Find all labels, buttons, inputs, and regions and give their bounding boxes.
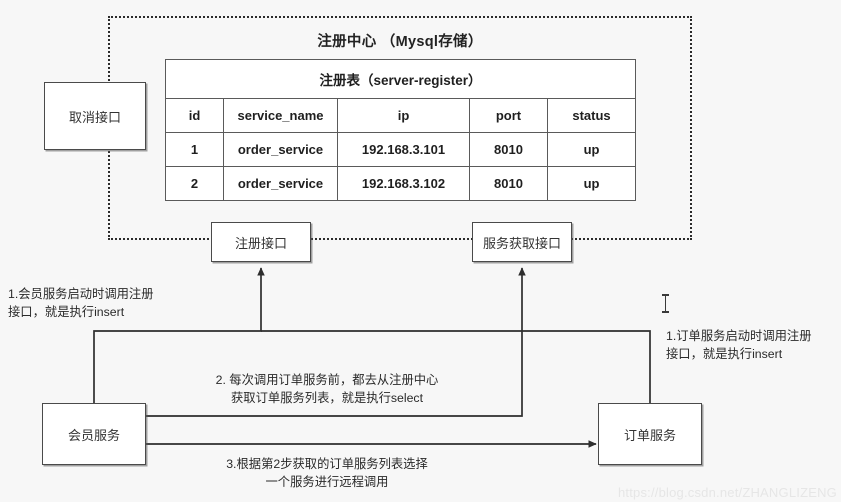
cell-ip: 192.168.3.102 xyxy=(337,166,470,201)
cell-service-name: order_service xyxy=(223,132,338,167)
cell-id: 1 xyxy=(165,132,224,167)
column-header-ip: ip xyxy=(337,98,470,133)
column-header-port: port xyxy=(469,98,548,133)
node-member-service: 会员服务 xyxy=(42,403,146,465)
annotation-step-2-fetch: 2. 每次调用订单服务前，都去从注册中心 获取订单服务列表，就是执行select xyxy=(215,373,439,405)
annotation-step-1-member: 1.会员服务启动时调用注册 接口，就是执行insert xyxy=(8,287,154,319)
table-caption-row: 注册表（server-register） xyxy=(164,59,637,99)
column-header-status: status xyxy=(546,98,637,133)
cell-ip: 192.168.3.101 xyxy=(337,132,470,167)
cell-service-name: order_service xyxy=(223,166,338,201)
cell-id: 2 xyxy=(165,166,224,201)
node-order-service: 订单服务 xyxy=(598,403,702,465)
node-fetch-interface: 服务获取接口 xyxy=(472,222,572,262)
register-table-caption: 注册表（server-register） xyxy=(164,59,637,99)
cell-status: up xyxy=(546,132,637,167)
table-row: 1 order_service 192.168.3.101 8010 up xyxy=(165,132,637,167)
text-cursor-icon xyxy=(662,294,669,313)
node-register-interface: 注册接口 xyxy=(211,222,311,262)
cell-port: 8010 xyxy=(469,166,548,201)
table-header-row: id service_name ip port status xyxy=(165,98,637,133)
cell-port: 8010 xyxy=(469,132,548,167)
table-row: 2 order_service 192.168.3.102 8010 up xyxy=(165,166,637,201)
cell-status: up xyxy=(546,166,637,201)
column-header-id: id xyxy=(165,98,224,133)
node-cancel-interface: 取消接口 xyxy=(44,82,146,150)
annotation-step-1-order: 1.订单服务启动时调用注册 接口，就是执行insert xyxy=(666,329,812,361)
column-header-service-name: service_name xyxy=(223,98,338,133)
registry-center-title: 注册中心 （Mysql存储） xyxy=(317,34,483,50)
watermark-text: https://blog.csdn.net/ZHANGLIZENG xyxy=(617,485,837,500)
annotation-step-3-remote-call: 3.根据第2步获取的订单服务列表选择 一个服务进行远程调用 xyxy=(226,457,428,489)
register-table: 注册表（server-register） id service_name ip … xyxy=(164,59,637,201)
